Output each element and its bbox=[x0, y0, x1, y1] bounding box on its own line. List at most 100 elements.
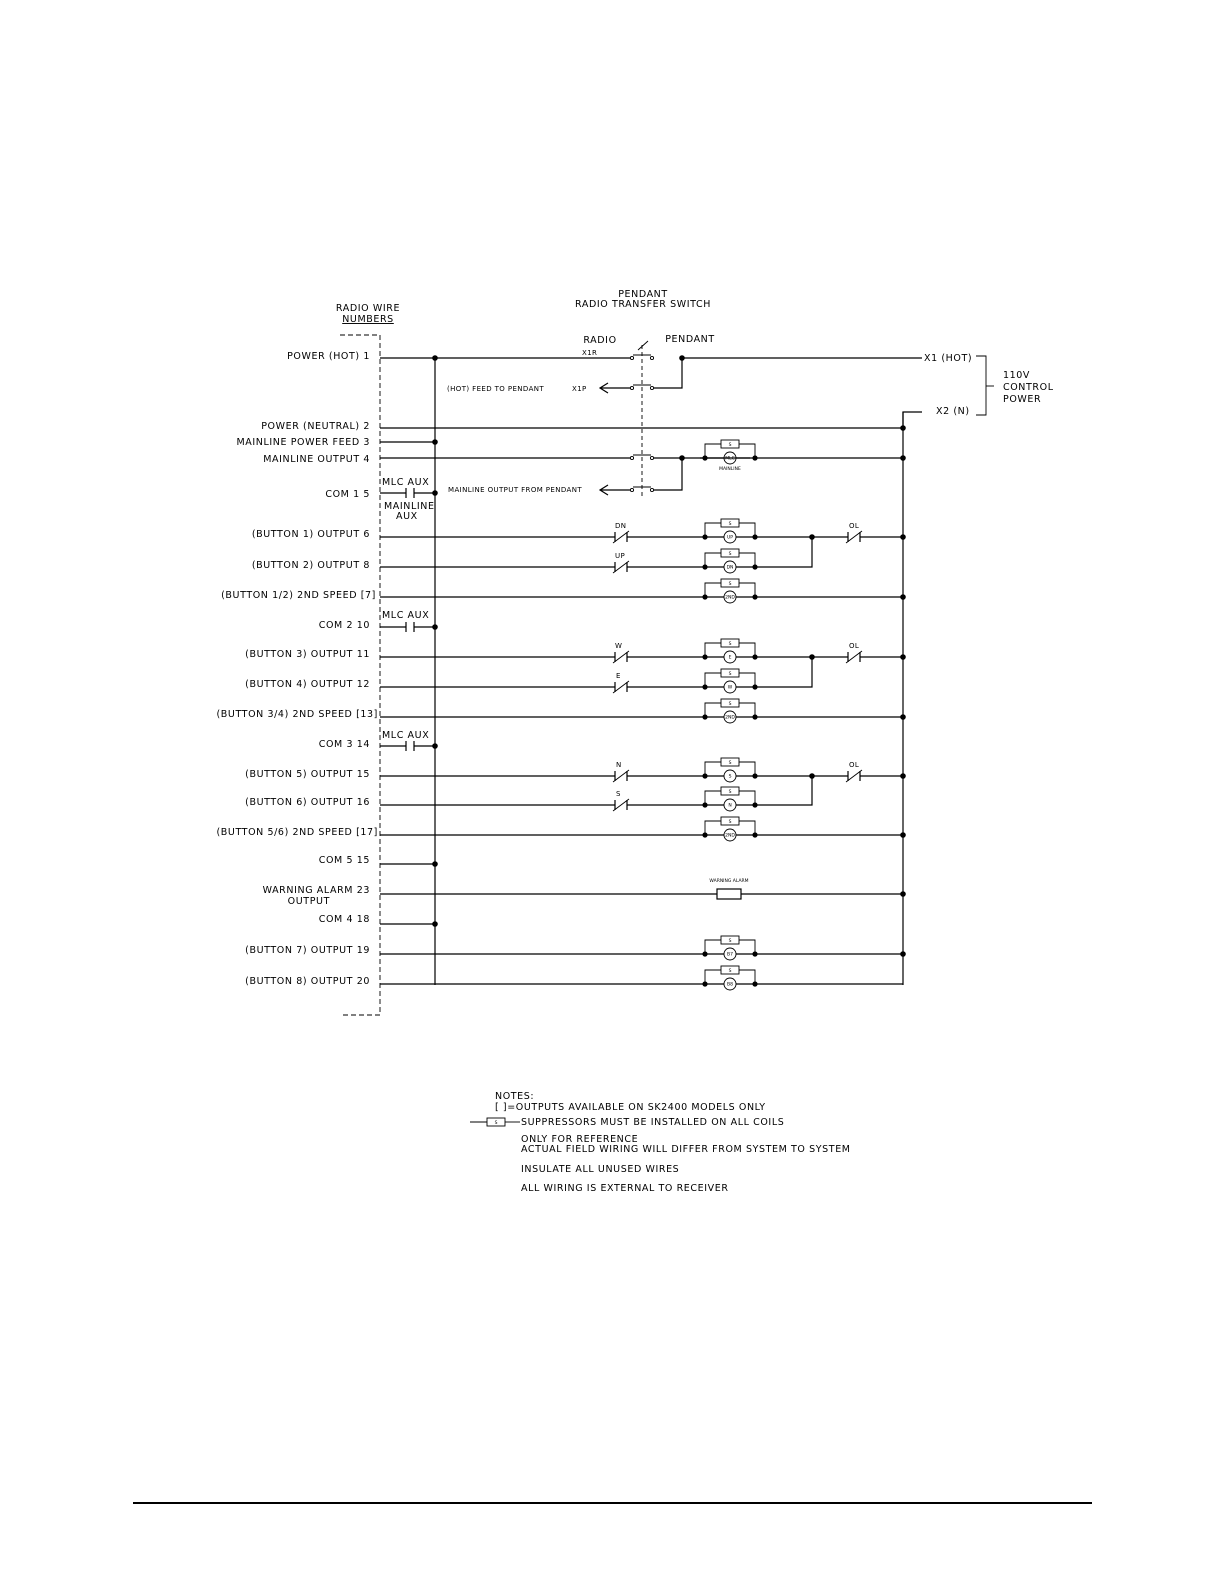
title-pendant: PENDANT bbox=[618, 289, 668, 300]
row-label: COM 5 15 bbox=[319, 855, 370, 866]
x1p-label: X1P bbox=[572, 385, 587, 393]
suppressor-label: S bbox=[729, 701, 732, 707]
junction-dot bbox=[752, 564, 758, 570]
junction-dot bbox=[752, 951, 758, 957]
mainline-pendant-wire bbox=[654, 458, 683, 491]
coil-dn: SDN bbox=[700, 548, 758, 574]
coil-label: MLC bbox=[725, 456, 735, 462]
note-line-4: ACTUAL FIELD WIRING WILL DIFFER FROM SYS… bbox=[521, 1144, 851, 1155]
note-line-2: SUPPRESSORS MUST BE INSTALLED ON ALL COI… bbox=[521, 1117, 784, 1128]
coil-2nd-speed: S 2ND bbox=[700, 698, 758, 724]
junction-dot bbox=[752, 714, 758, 720]
mainline-aux-label: MAINLINE bbox=[384, 501, 435, 512]
suppressor-label: S bbox=[729, 671, 732, 677]
junction-dot bbox=[432, 624, 438, 630]
suppressor-symbol bbox=[720, 578, 740, 588]
overload-label-3: OL bbox=[849, 761, 859, 769]
coil-symbol bbox=[723, 769, 737, 783]
row-label: COM 2 10 bbox=[319, 620, 370, 631]
notes-heading: NOTES: bbox=[495, 1091, 534, 1102]
suppressor-symbol bbox=[720, 439, 740, 449]
contact-up-label: UP bbox=[615, 552, 625, 560]
x2-neutral-label: X2 (N) bbox=[936, 406, 970, 417]
row-label: MAINLINE OUTPUT 4 bbox=[263, 454, 370, 465]
coil-button-8: SB8 bbox=[700, 965, 758, 991]
row-label: (BUTTON 5/6) 2ND SPEED [17] bbox=[216, 827, 378, 838]
overload-label: OL bbox=[849, 522, 859, 530]
suppressor-symbol bbox=[720, 698, 740, 708]
row-label: (BUTTON 4) OUTPUT 12 bbox=[245, 679, 370, 690]
junction-dot bbox=[679, 455, 685, 461]
coil-label: S bbox=[729, 774, 732, 780]
mainline-from-pendant-label: MAINLINE OUTPUT FROM PENDANT bbox=[448, 486, 582, 494]
row-label: POWER (HOT) 1 bbox=[287, 351, 370, 362]
junction-dot bbox=[900, 773, 906, 779]
junction-dot bbox=[702, 534, 708, 540]
control-power-control: CONTROL bbox=[1003, 382, 1054, 393]
junction-dot bbox=[702, 455, 708, 461]
coil-label: UP bbox=[727, 535, 733, 541]
row-label: WARNING ALARM 23 bbox=[263, 885, 370, 896]
note-line-1: [ ]=OUTPUTS AVAILABLE ON SK2400 MODELS O… bbox=[495, 1102, 766, 1113]
coil-w: SW bbox=[700, 668, 758, 694]
contact-e-label: E bbox=[616, 672, 621, 680]
junction-dot bbox=[752, 594, 758, 600]
coil-group: SMLCSUPSDNS2NDSESWS2NDSSSNS2NDSB7SB8MAIN… bbox=[700, 439, 758, 991]
note-line-6: ALL WIRING IS EXTERNAL TO RECEIVER bbox=[521, 1183, 729, 1194]
junction-dot bbox=[809, 654, 815, 660]
junction-dot bbox=[752, 654, 758, 660]
coil-up: SUP bbox=[700, 518, 758, 544]
junction-dot bbox=[900, 891, 906, 897]
row-label: (BUTTON 1) OUTPUT 6 bbox=[252, 529, 370, 540]
coil-symbol bbox=[723, 590, 737, 604]
coil-button-7: SB7 bbox=[700, 935, 758, 961]
row-label: COM 4 18 bbox=[319, 914, 370, 925]
suppressor-label: S bbox=[729, 819, 732, 825]
coil-symbol bbox=[723, 560, 737, 574]
mlc-aux-label: MLC AUX bbox=[382, 477, 429, 488]
pendant-hot-feed-wire bbox=[654, 358, 683, 389]
suppressor-symbol bbox=[720, 786, 740, 796]
row-label: (BUTTON 3/4) 2ND SPEED [13] bbox=[216, 709, 378, 720]
contact-n-label: N bbox=[616, 761, 622, 769]
suppressor-symbol bbox=[720, 757, 740, 767]
coil-label: 2ND bbox=[725, 715, 735, 721]
junction-dot bbox=[432, 490, 438, 496]
junction-dot bbox=[752, 455, 758, 461]
row-label: (BUTTON 5) OUTPUT 15 bbox=[245, 769, 370, 780]
row-label: COM 1 5 bbox=[325, 489, 370, 500]
junction-dot bbox=[752, 802, 758, 808]
coil-symbol bbox=[723, 798, 737, 812]
suppressor-label: S bbox=[729, 760, 732, 766]
suppressor-symbol bbox=[720, 548, 740, 558]
control-power-110v: 110V bbox=[1003, 370, 1030, 381]
junction-dot bbox=[900, 832, 906, 838]
coil-label: 2ND bbox=[725, 833, 735, 839]
coil-mlc-sublabel: MAINLINE bbox=[719, 466, 741, 472]
coil-label: B8 bbox=[727, 982, 733, 988]
coil-label: N bbox=[728, 803, 731, 809]
mainline-aux-label-2: AUX bbox=[396, 511, 418, 522]
junction-dot bbox=[702, 714, 708, 720]
row-label: MAINLINE POWER FEED 3 bbox=[237, 437, 371, 448]
notes-block: NOTES: [ ]=OUTPUTS AVAILABLE ON SK2400 M… bbox=[470, 1091, 851, 1194]
control-power-power: POWER bbox=[1003, 394, 1041, 405]
coil-label: E bbox=[729, 655, 732, 661]
junction-dot bbox=[900, 951, 906, 957]
terminal-strip-border bbox=[340, 334, 381, 1016]
coil-label: B7 bbox=[727, 952, 733, 958]
junction-dot bbox=[432, 439, 438, 445]
junction-dots bbox=[432, 355, 906, 957]
coil-e: SE bbox=[700, 638, 758, 664]
coil-symbol bbox=[723, 451, 737, 465]
row-label: OUTPUT bbox=[288, 896, 330, 907]
contact-w-label: W bbox=[615, 642, 622, 650]
hot-feed-label: (HOT) FEED TO PENDANT bbox=[447, 385, 544, 393]
transfer-switch-contacts bbox=[629, 354, 655, 493]
mlc-aux-label-2: MLC AUX bbox=[382, 610, 429, 621]
row-label: POWER (NEUTRAL) 2 bbox=[261, 421, 370, 432]
junction-dot bbox=[702, 832, 708, 838]
junction-dot bbox=[900, 714, 906, 720]
suppressor-symbol bbox=[720, 638, 740, 648]
